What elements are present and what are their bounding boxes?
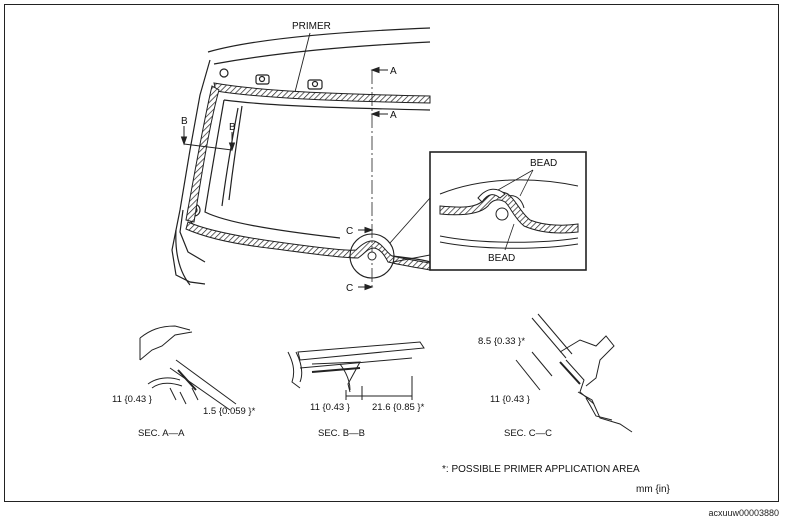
label-b-left: B — [181, 116, 188, 127]
label-bead-lower: BEAD — [488, 253, 515, 264]
body-left-pillar-outer — [171, 59, 211, 285]
label-b-right: B — [229, 122, 236, 133]
figure-frame — [4, 4, 779, 502]
primer-band-top — [213, 82, 431, 104]
sec-b-title: SEC. B—B — [318, 428, 365, 439]
label-c-bottom: C — [346, 283, 353, 294]
section-b-markers — [180, 126, 236, 152]
sec-a-dim-width: 11 {0.43 } — [112, 394, 152, 405]
detail-inset — [429, 151, 587, 271]
body-left-lower — [175, 229, 191, 286]
label-a-bottom: A — [390, 110, 397, 121]
note-units: mm {in} — [636, 484, 671, 495]
sec-a-title: SEC. A—A — [138, 428, 185, 439]
primer-band-left — [185, 85, 220, 223]
section-c-markers — [358, 226, 374, 291]
sec-b-dim-width: 11 {0.43 } — [310, 402, 350, 413]
label-bead-upper: BEAD — [530, 158, 557, 169]
section-b-drawing — [287, 341, 425, 400]
sec-b-dim-primer: 21.6 {0.85 }* — [372, 402, 425, 413]
detail-circle — [349, 233, 395, 279]
roof-outline — [207, 27, 431, 53]
label-c-top: C — [346, 226, 353, 237]
roof-inner — [213, 41, 431, 65]
section-a-drawing — [139, 325, 237, 411]
note-asterisk: *: POSSIBLE PRIMER APPLICATION AREA — [442, 464, 640, 475]
section-a-markers — [370, 66, 388, 118]
sec-c-dim-primer: 8.5 {0.33 }* — [478, 336, 525, 347]
label-a-top: A — [390, 66, 397, 77]
sec-c-dim-width: 11 {0.43 } — [490, 394, 530, 405]
figure-code: acxuuw00003880 — [708, 508, 779, 518]
sec-a-dim-primer: 1.5 {0.059 }* — [203, 406, 256, 417]
label-primer: PRIMER — [292, 21, 331, 32]
sec-c-title: SEC. C—C — [504, 428, 552, 439]
section-c-drawing — [515, 313, 633, 433]
